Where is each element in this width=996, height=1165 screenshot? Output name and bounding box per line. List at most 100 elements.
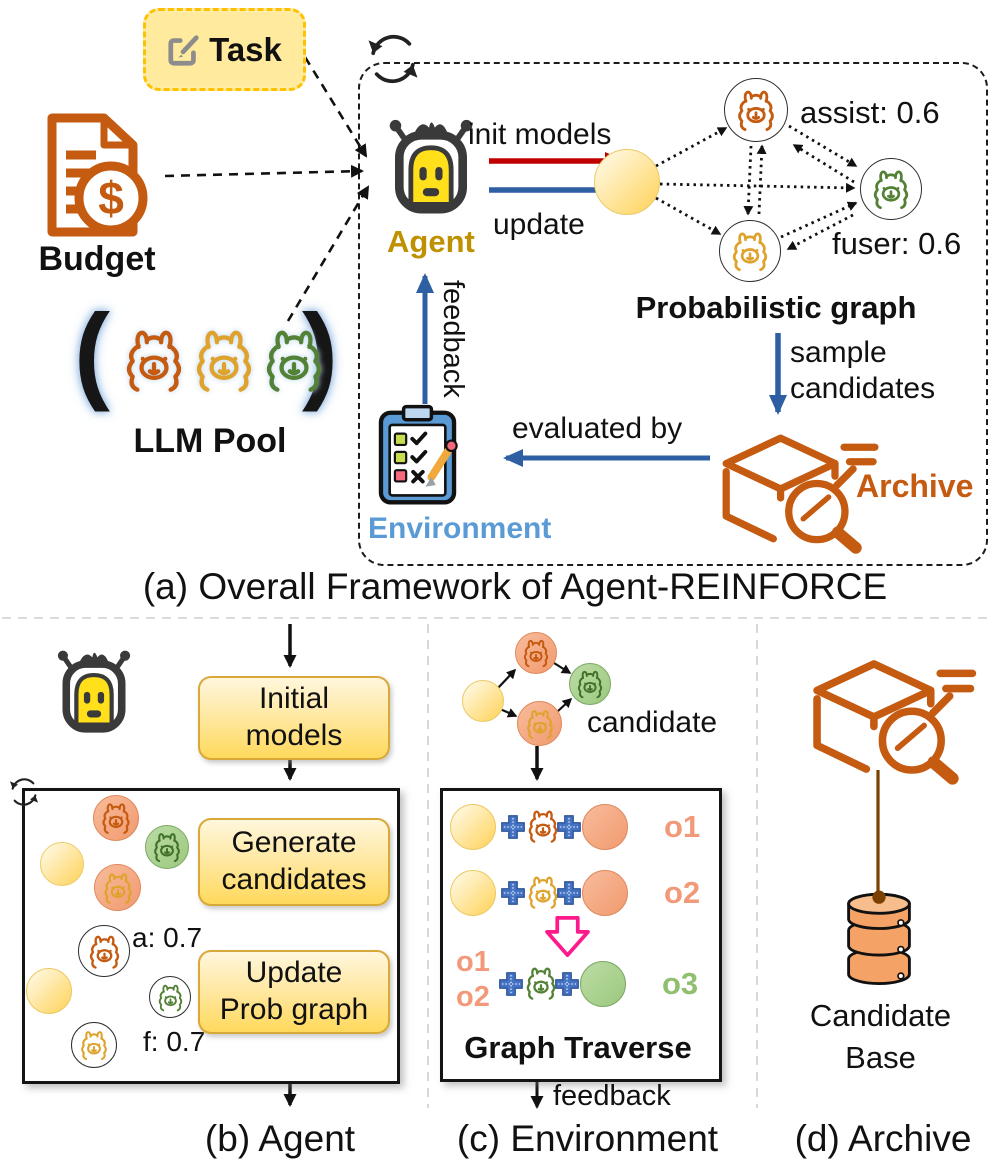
- prob-graph-node-gold: [719, 220, 781, 282]
- fuser-prob-label-b: f: 0.7: [143, 1026, 206, 1057]
- llama-orange-icon: [731, 85, 781, 135]
- llama-orange-icon: [116, 316, 192, 404]
- graph-traverse-label: Graph Traverse: [464, 1030, 692, 1065]
- candidate-base-line2: Base: [845, 1039, 916, 1075]
- row3-input2-label: o2: [456, 981, 490, 1013]
- sample-label-line1: sample: [790, 336, 887, 369]
- llama-green-icon: [256, 316, 332, 404]
- environment-clipboard-icon: [374, 402, 461, 507]
- sample-label-line2: candidates: [790, 372, 936, 405]
- llama-orange-icon: [519, 636, 553, 670]
- row3-output-node: [580, 961, 626, 1007]
- initial-models-line1: Initial: [258, 682, 330, 716]
- fuser-prob-label: fuser: 0.6: [832, 226, 962, 261]
- llama-gold-icon: [522, 706, 558, 742]
- candidate-node-green: [145, 825, 189, 869]
- candidate-graph-c-edges: [497, 662, 573, 718]
- edit-icon: [167, 33, 201, 67]
- probabilistic-graph-label: Probabilistic graph: [635, 290, 917, 325]
- llama-gold-icon: [76, 1027, 112, 1063]
- initial-models-line2: models: [245, 719, 343, 752]
- row3-input1-label: o1: [456, 946, 490, 978]
- llama-green-icon: [867, 165, 915, 213]
- plus-icon: [555, 879, 583, 907]
- candidate-base-label: Candidate Base: [798, 995, 963, 1079]
- generate-line1: Generate: [231, 826, 357, 860]
- llama-green-icon: [149, 829, 185, 865]
- init-models-label: init models: [468, 118, 612, 151]
- update-line1: Update: [245, 956, 343, 990]
- panel-a-caption: (a) Overall Framework of Agent-REINFORCE: [142, 566, 888, 607]
- candidate-root-node: [40, 842, 84, 886]
- llama-orange-icon: [97, 799, 135, 837]
- candidate-node-gold: [94, 864, 141, 911]
- row2-output-label: o2: [664, 875, 701, 910]
- llm-pool-label: LLM Pool: [133, 422, 287, 460]
- panel-b-caption: (b) Agent: [204, 1118, 356, 1159]
- llama-gold-icon: [186, 316, 262, 404]
- candidate-base-line1: Candidate: [809, 998, 952, 1033]
- assist-prob-label-b: a: 0.7: [132, 922, 203, 953]
- candidate-node-gold-c: [517, 701, 562, 746]
- update-graph-node-gold: [71, 1022, 117, 1068]
- candidate-node-green-c: [569, 663, 611, 705]
- row1-output-label: o1: [664, 809, 701, 844]
- prob-graph-root-node: [594, 149, 660, 215]
- update-label: update: [493, 208, 585, 241]
- candidate-label: candidate: [587, 706, 718, 739]
- archive-label: Archive: [856, 468, 974, 504]
- agent-robot-icon: [52, 642, 136, 740]
- then-block-arrow-icon: [544, 916, 591, 957]
- candidate-node-orange-c: [515, 632, 557, 674]
- update-prob-graph-box: Update Prob graph: [198, 950, 390, 1034]
- agent-label: Agent: [387, 224, 475, 259]
- panel-d-caption: (d) Archive: [794, 1118, 972, 1159]
- generate-line2: candidates: [221, 863, 367, 896]
- row1-input-node: [450, 804, 496, 850]
- panel-dividers: [2, 617, 994, 1108]
- generate-candidates-box: Generate candidates: [198, 818, 390, 906]
- update-graph-node-orange: [78, 925, 130, 977]
- llmpool-to-agent-dashed-arrow: [286, 185, 370, 322]
- panel-a-frame: [358, 62, 988, 566]
- budget-label: Budget: [38, 240, 156, 278]
- row3-output-label: o3: [662, 966, 699, 1001]
- row2-output-node: [582, 870, 628, 916]
- candidate-node-orange: [93, 795, 139, 841]
- plus-icon: [553, 970, 581, 998]
- budget-to-agent-dashed-arrow: [164, 164, 364, 178]
- budget-icon: [36, 110, 161, 240]
- loop-refresh-icon: [358, 24, 428, 94]
- update-graph-node-green: [149, 976, 191, 1018]
- llama-gold-icon: [726, 227, 774, 275]
- feedback-label-c: feedback: [553, 1080, 671, 1112]
- panel-c-caption: (c) Environment: [456, 1118, 719, 1159]
- prob-graph-node-orange: [724, 78, 788, 142]
- candidate-root-node-c: [462, 680, 504, 722]
- environment-label: Environment: [368, 512, 552, 545]
- evaluated-by-label: evaluated by: [512, 412, 683, 445]
- pool-right-paren-icon: ): [302, 291, 338, 412]
- update-graph-root-node: [26, 968, 72, 1014]
- task-label: Task: [209, 30, 282, 68]
- plus-icon: [555, 813, 583, 841]
- llama-green-icon: [573, 667, 607, 701]
- task-to-agent-dashed-arrow: [303, 56, 368, 158]
- llama-orange-icon: [84, 931, 125, 972]
- archive-icon: [800, 642, 980, 790]
- initial-models-box: Initial models: [198, 676, 390, 760]
- agent-robot-icon: [383, 110, 479, 222]
- llama-gold-icon: [99, 869, 137, 907]
- candidate-base-db-icon: [841, 888, 917, 988]
- row2-input-node: [450, 870, 496, 916]
- feedback-label-a: feedback: [437, 280, 469, 398]
- task-box: Task: [143, 8, 306, 91]
- row1-output-node: [582, 804, 628, 850]
- pool-left-paren-icon: (: [74, 291, 110, 412]
- prob-graph-edges: [655, 124, 858, 251]
- prob-graph-node-green: [860, 158, 922, 220]
- llama-green-icon: [154, 981, 187, 1014]
- update-line2: Prob graph: [219, 993, 369, 1026]
- assist-prob-label: assist: 0.6: [800, 95, 940, 130]
